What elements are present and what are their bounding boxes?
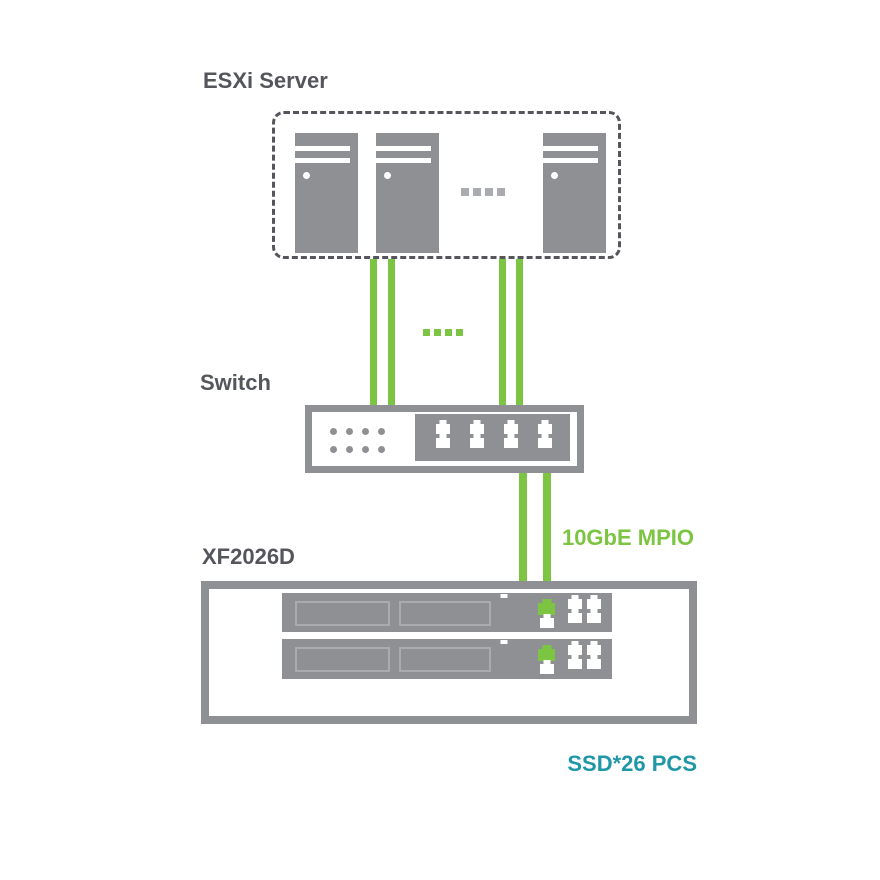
cable-line bbox=[499, 259, 506, 406]
connection-label: 10GbE MPIO bbox=[561, 525, 694, 550]
drive-tray-icon bbox=[399, 601, 491, 626]
server-slot bbox=[543, 146, 598, 151]
ethernet-port-icon bbox=[504, 438, 518, 448]
server-slot bbox=[376, 158, 431, 163]
storage-controller-icon bbox=[282, 639, 612, 679]
connected-port-icon bbox=[538, 603, 555, 615]
ethernet-port-icon bbox=[538, 438, 552, 448]
cable-line bbox=[388, 259, 395, 406]
server-tower-icon bbox=[376, 133, 439, 253]
power-led-icon bbox=[303, 172, 310, 179]
storage-controller-icon bbox=[282, 593, 612, 632]
power-led-icon bbox=[384, 172, 391, 179]
server-slot bbox=[295, 146, 350, 151]
port-group bbox=[568, 599, 601, 623]
ethernet-port-icon bbox=[568, 659, 582, 669]
ethernet-port-icon bbox=[436, 438, 450, 448]
ethernet-port-icon bbox=[587, 613, 601, 623]
ethernet-port-icon bbox=[538, 424, 552, 434]
esxi-group-box bbox=[272, 111, 621, 259]
switch-port-panel bbox=[415, 414, 570, 461]
port-group bbox=[568, 645, 601, 669]
more-servers-ellipsis-icon bbox=[461, 188, 505, 196]
ethernet-port-icon bbox=[587, 645, 601, 655]
cable-line bbox=[516, 259, 523, 406]
server-tower-icon bbox=[543, 133, 606, 253]
more-cables-ellipsis-icon bbox=[423, 329, 463, 336]
drive-tray-icon bbox=[295, 647, 390, 672]
ethernet-port-icon bbox=[470, 424, 484, 434]
ethernet-port-icon bbox=[504, 424, 518, 434]
switch-label: Switch bbox=[200, 370, 271, 395]
ethernet-port-icon bbox=[568, 599, 582, 609]
switch-led-grid-icon bbox=[330, 428, 385, 453]
storage-label: XF2026D bbox=[202, 544, 295, 569]
ethernet-port-icon bbox=[470, 438, 484, 448]
server-slot bbox=[295, 158, 350, 163]
server-slot bbox=[543, 158, 598, 163]
ethernet-port-icon bbox=[587, 659, 601, 669]
switch-device-icon bbox=[305, 405, 584, 473]
cable-line bbox=[370, 259, 377, 406]
drive-tray-icon bbox=[295, 601, 390, 626]
cable-line bbox=[543, 473, 551, 601]
ethernet-port-icon bbox=[568, 645, 582, 655]
server-slot bbox=[376, 146, 431, 151]
esxi-group-label: ESXi Server bbox=[203, 68, 328, 93]
storage-note: SSD*26 PCS bbox=[567, 751, 697, 776]
power-led-icon bbox=[551, 172, 558, 179]
ethernet-port-icon bbox=[540, 618, 554, 628]
ethernet-port-icon bbox=[568, 613, 582, 623]
ethernet-port-icon bbox=[540, 664, 554, 674]
drive-tray-icon bbox=[399, 647, 491, 672]
server-tower-icon bbox=[295, 133, 358, 253]
connected-port-icon bbox=[538, 649, 555, 661]
ethernet-port-icon bbox=[587, 599, 601, 609]
ethernet-port-icon bbox=[436, 424, 450, 434]
